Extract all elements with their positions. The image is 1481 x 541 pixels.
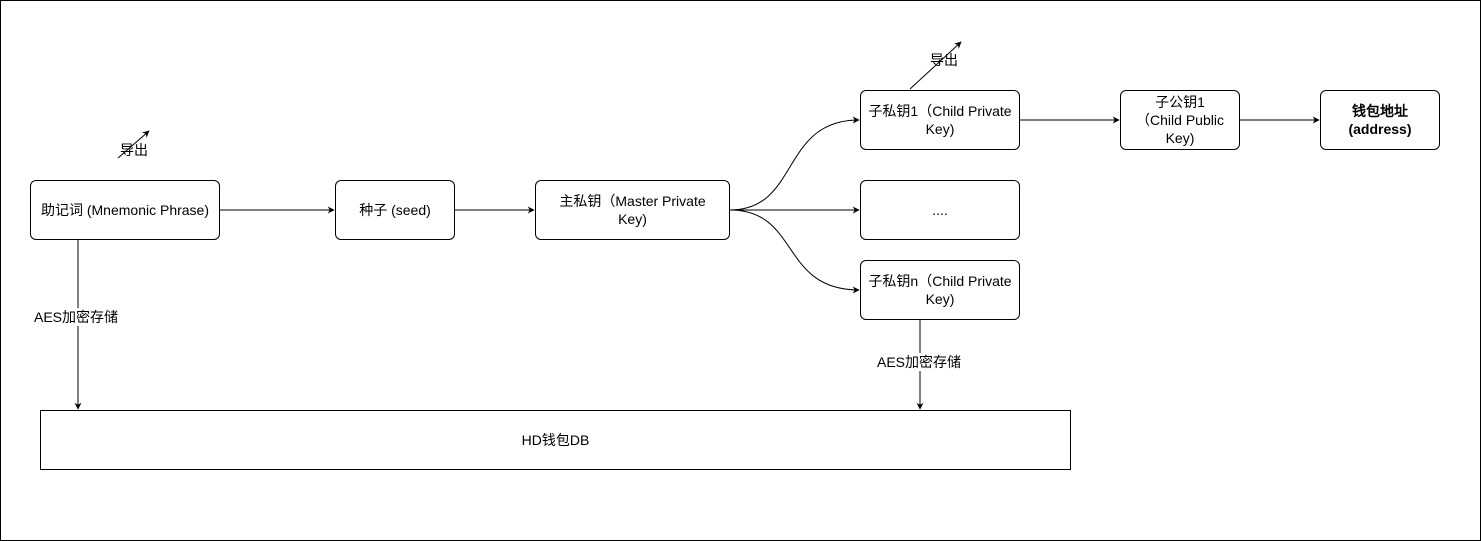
mnemonic-phrase-label: 助记词 (Mnemonic Phrase) <box>40 202 210 218</box>
export-arrow-child1 <box>909 41 962 90</box>
child-private-key-ellipsis-node[interactable]: .... <box>860 180 1020 240</box>
ellipsis-label: .... <box>932 202 948 218</box>
export-label-mnemonic: 导出 <box>120 142 148 158</box>
export-arrow-mnemonic <box>117 130 150 159</box>
seed-node[interactable]: 种子 (seed) <box>335 180 455 240</box>
export-label-child-key: 导出 <box>930 52 958 68</box>
aes-label-mnemonic: AES加密存储 <box>34 308 119 326</box>
child-private-key-1-node[interactable]: 子私钥1（Child Private Key) <box>860 90 1020 150</box>
child-private-key-1-label: 子私钥1（Child Private Key) <box>868 103 1012 137</box>
wallet-address-node[interactable]: 钱包地址 (address) <box>1320 90 1440 150</box>
seed-label: 种子 (seed) <box>359 202 431 218</box>
master-private-key-node[interactable]: 主私钥（Master Private Key) <box>535 180 730 240</box>
mnemonic-phrase-node[interactable]: 助记词 (Mnemonic Phrase) <box>30 180 220 240</box>
hd-wallet-db-label: HD钱包DB <box>521 432 590 448</box>
edge-master-childn <box>729 209 860 294</box>
wallet-address-label: 钱包地址 (address) <box>1348 103 1412 137</box>
child-private-key-n-label: 子私钥n（Child Private Key) <box>868 273 1012 307</box>
aes-label-child-key: AES加密存储 <box>877 353 962 371</box>
child-private-key-n-node[interactable]: 子私钥n（Child Private Key) <box>860 260 1020 320</box>
edge-master-child1 <box>729 116 860 211</box>
master-private-key-label: 主私钥（Master Private Key) <box>559 193 706 227</box>
child-public-key-1-label: 子公钥1（Child Public Key) <box>1136 94 1224 146</box>
hd-wallet-db-node[interactable]: HD钱包DB <box>40 410 1071 470</box>
child-public-key-1-node[interactable]: 子公钥1（Child Public Key) <box>1120 90 1240 150</box>
